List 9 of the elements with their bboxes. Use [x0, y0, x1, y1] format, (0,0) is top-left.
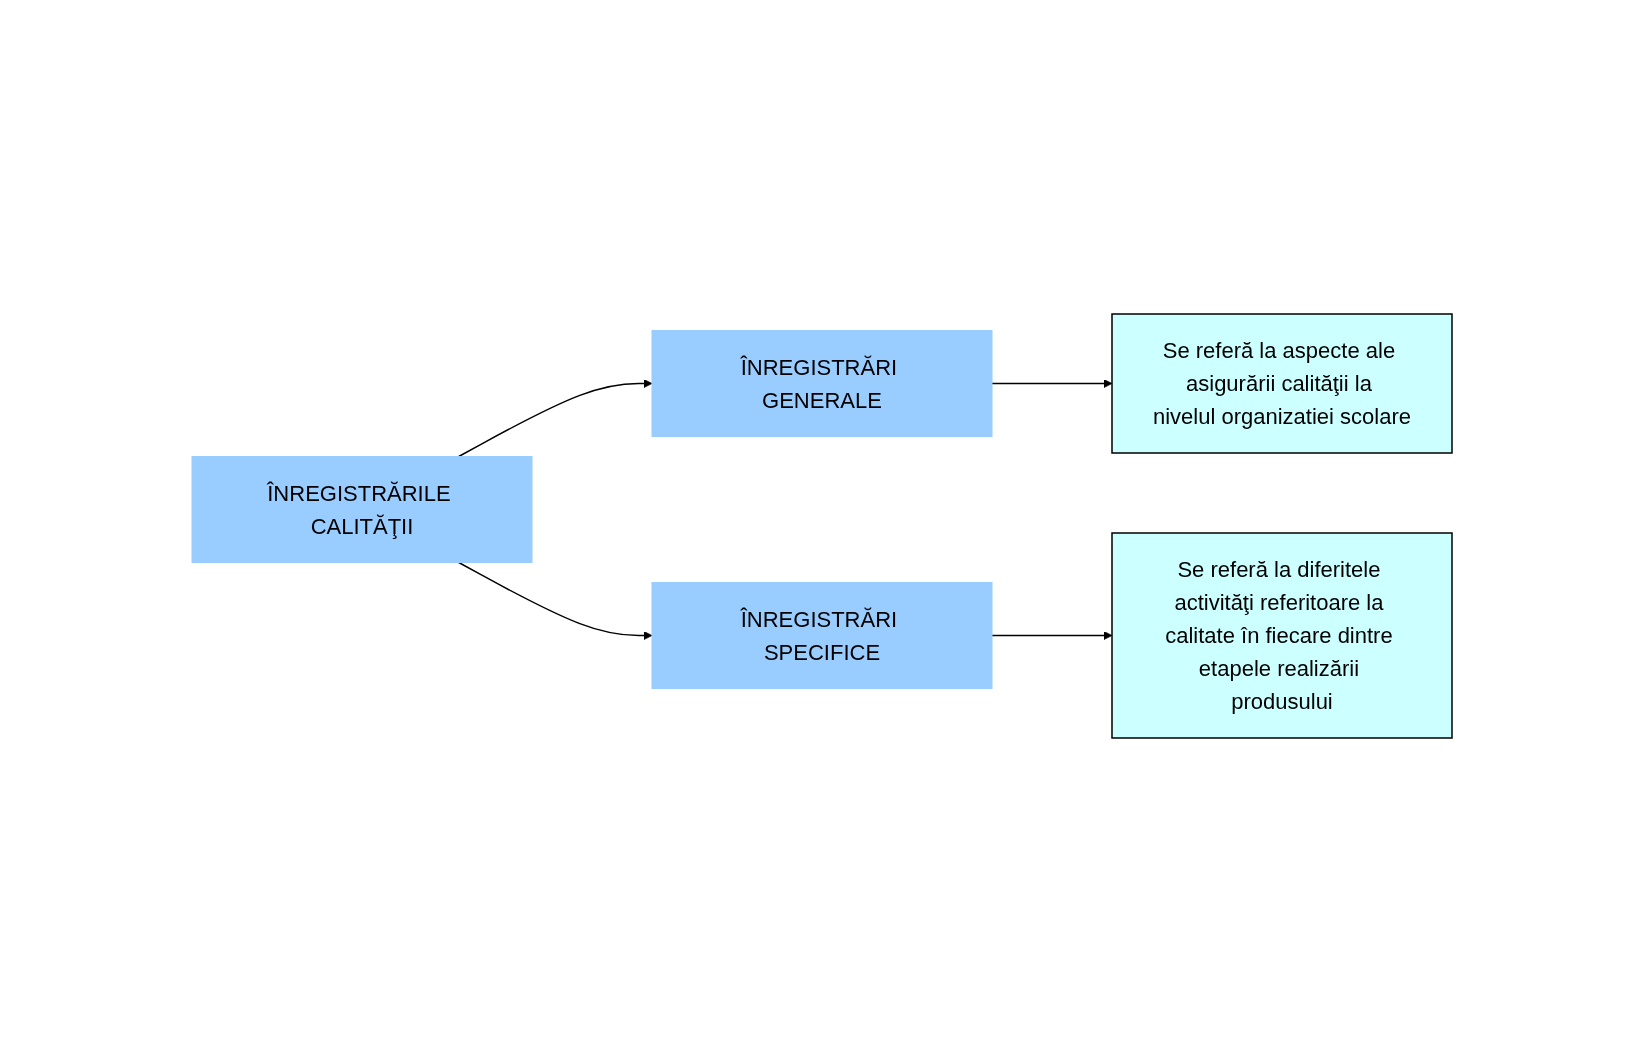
arrow [990, 379, 1112, 388]
arrow [457, 561, 652, 640]
node-box: Se referă la aspecte ale asigurării calităţii la nivelul organizatiei scolare [1110, 313, 1453, 454]
arrow [457, 379, 652, 458]
node-box: Se referă la diferitele activităţi referitoare la calitate în fiecare dintre etapele realizării produsului [1110, 532, 1453, 739]
node-box: ÎNREGISTRĂRI GENERALE [651, 330, 992, 437]
node-box: ÎNREGISTRĂRI SPECIFICE [651, 582, 992, 689]
arrow [990, 631, 1112, 640]
node-box: ÎNREGISTRĂRILE CALITĂŢII [191, 456, 532, 563]
